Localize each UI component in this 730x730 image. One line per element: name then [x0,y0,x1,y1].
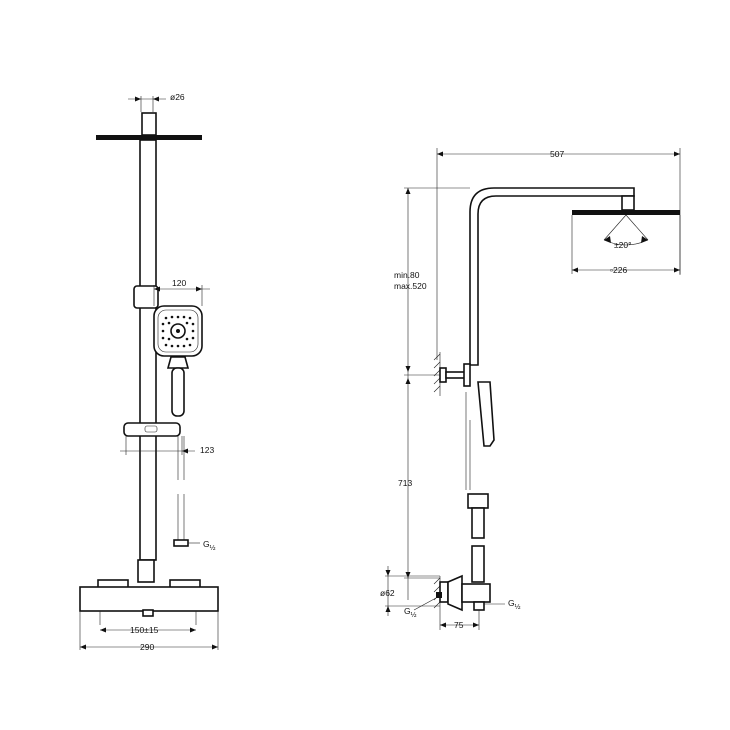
hand-shower-side [477,381,495,447]
hand-shower-neck [166,356,190,369]
column-height-label: 713 [398,478,412,488]
mixer-side-outlet [473,601,485,611]
head-connector [141,112,157,136]
hose-nut [173,539,189,547]
wall-bracket-clamp [463,363,471,387]
wall-bracket-flange [439,367,447,383]
overall-width-label: 290 [140,642,154,652]
outlet-thread-label: G½ [508,598,521,611]
mixer-outlet [142,609,154,617]
head-swivel [621,195,635,211]
hand-shower-grip [171,367,185,417]
height-adjust-min: min.80 [394,270,420,280]
hand-shower-nozzles [161,315,195,348]
upper-holder [133,285,159,309]
front-view: ø26 120 [79,92,219,652]
mixer-body-side [447,574,463,612]
overhead-shower-head [96,135,202,140]
head-size-label: ▫226 [610,265,627,275]
spray-angle-label: ±20° [614,240,632,250]
hose-thread-label: G½ [203,539,216,552]
lower-slider [123,422,181,437]
pipe-diameter-label: ø26 [170,92,185,102]
wall-offset-label: 75 [454,620,464,630]
side-shower-head [572,210,680,215]
shower-column [139,139,157,561]
slider-offset-label: 123 [200,445,214,455]
wall-flange-label: ø62 [380,588,395,598]
column-bottom [137,559,155,583]
column-lower-2 [471,545,485,583]
side-lower-slider [467,493,489,509]
column-lower [471,507,485,539]
inlet-spacing-label: 150±15 [130,625,159,635]
thermostatic-mixer [79,586,219,612]
mixer-side-block [461,583,491,603]
handshower-width-label: 120 [172,278,186,288]
arm-reach-label: 507 [550,149,564,159]
height-adjust-max: max.520 [394,281,427,291]
side-view: 507 ±20° ▫226 min.80 max.520 713 [380,148,681,630]
inlet-thread-label: G½ [404,606,417,619]
wall-bracket-arm [445,371,467,379]
